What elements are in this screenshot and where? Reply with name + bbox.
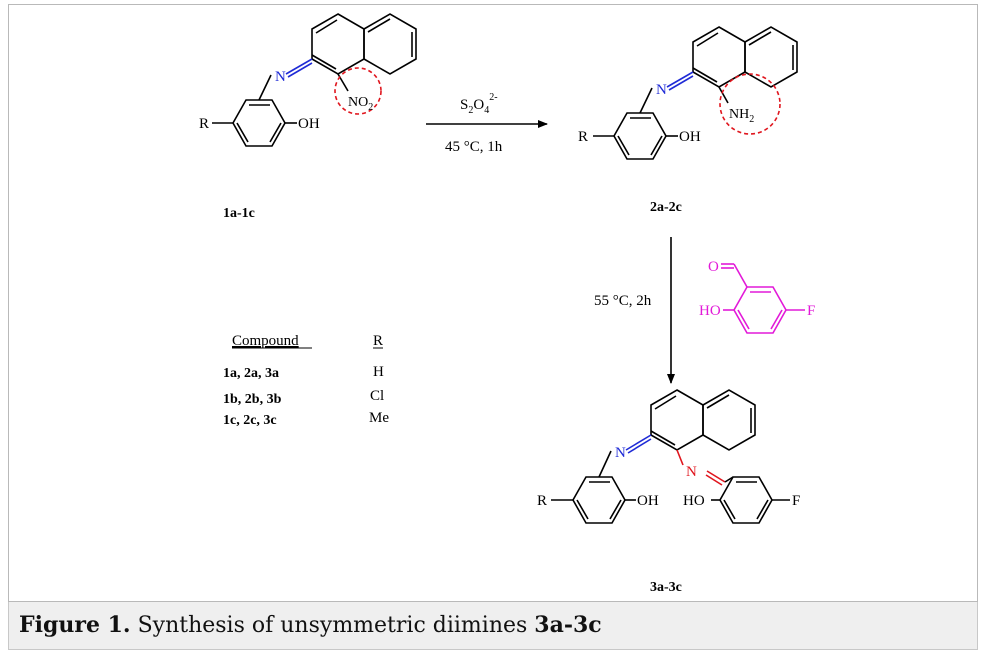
compound-1-label: 1a-1c [223,206,255,221]
c1-atom-no2: NO2 [348,95,373,113]
c2-atom-oh: OH [679,129,701,145]
c1-imine-ch [285,58,313,75]
c1-naphthalene-ring-a [311,13,365,75]
compound-2-label: 2a-2c [650,200,682,215]
substituent-table: Compound R 1a, 2a, 3a H 1b, 2b, 3b Cl 1c… [223,333,389,428]
table-header-r: R [373,333,383,349]
c2-atom-nh2: NH2 [729,107,754,125]
c3-naphthalene-ring-b [702,389,756,451]
c2-imine-ch [666,71,694,88]
figure-caption: Figure 1. Synthesis of unsymmetric diimi… [8,602,978,650]
step-1-conditions: 45 °C, 1h [445,139,503,155]
c3-naphthalene-ring-a [650,389,704,451]
c1-nitro-highlight-circle [334,67,382,115]
c1-atom-r: R [199,116,209,132]
c2-atom-n: N [656,82,667,98]
c1-phenol-ring [232,99,286,147]
compound-3-structure [551,389,790,524]
c2-naphthalene-ring-b [744,26,798,88]
aldehyde-reagent-structure [721,263,805,334]
caption-bold-ref: 3a-3c [534,612,602,638]
table-row-r: Me [369,410,389,426]
table-row-compound: 1a, 2a, 3a [223,366,279,381]
c2-amine-highlight-circle [719,73,781,135]
aldehyde-atom-ho: HO [699,303,721,319]
compound-3-label: 3a-3c [650,580,682,595]
c3-atom-n-blue: N [615,445,626,461]
aldehyde-atom-f: F [807,303,815,319]
aldehyde-ring [733,286,787,334]
c3-atom-ho: HO [683,493,705,509]
c3-imine-red [706,470,726,483]
compound-2-structure [593,26,798,160]
c3-phenol-ring-right [719,476,773,524]
c3-atom-f: F [792,493,800,509]
scheme-frame: N R OH NO2 1a-1c S2O42- 45 °C, 1h N R OH… [8,4,978,602]
c1-naphthalene-ring-b [363,13,417,75]
c2-atom-r: R [578,129,588,145]
c1-atom-n: N [275,69,286,85]
table-row-r: H [373,364,384,380]
c2-phenol-ring [613,112,667,160]
c1-atom-oh: OH [298,116,320,132]
table-row-r: Cl [370,388,384,404]
table-header-compound: Compound [232,333,299,349]
step-1-reagent: S2O42- [460,92,498,116]
aldehyde-atom-o: O [708,259,719,275]
c3-imine-blue [625,434,652,451]
compound-1-structure [212,13,417,147]
step-2-conditions: 55 °C, 2h [594,293,652,309]
table-row-compound: 1c, 2c, 3c [223,413,277,428]
caption-label: Figure 1. [19,612,131,638]
c2-naphthalene-ring-a [692,26,746,88]
table-row-compound: 1b, 2b, 3b [223,392,282,407]
c3-atom-oh: OH [637,493,659,509]
c3-phenol-ring-left [572,476,626,524]
reaction-scheme: N R OH NO2 1a-1c S2O42- 45 °C, 1h N R OH… [199,13,815,595]
c3-atom-r: R [537,493,547,509]
caption-text: Synthesis of unsymmetric diimines [130,613,535,638]
c3-atom-n-red: N [686,464,697,480]
